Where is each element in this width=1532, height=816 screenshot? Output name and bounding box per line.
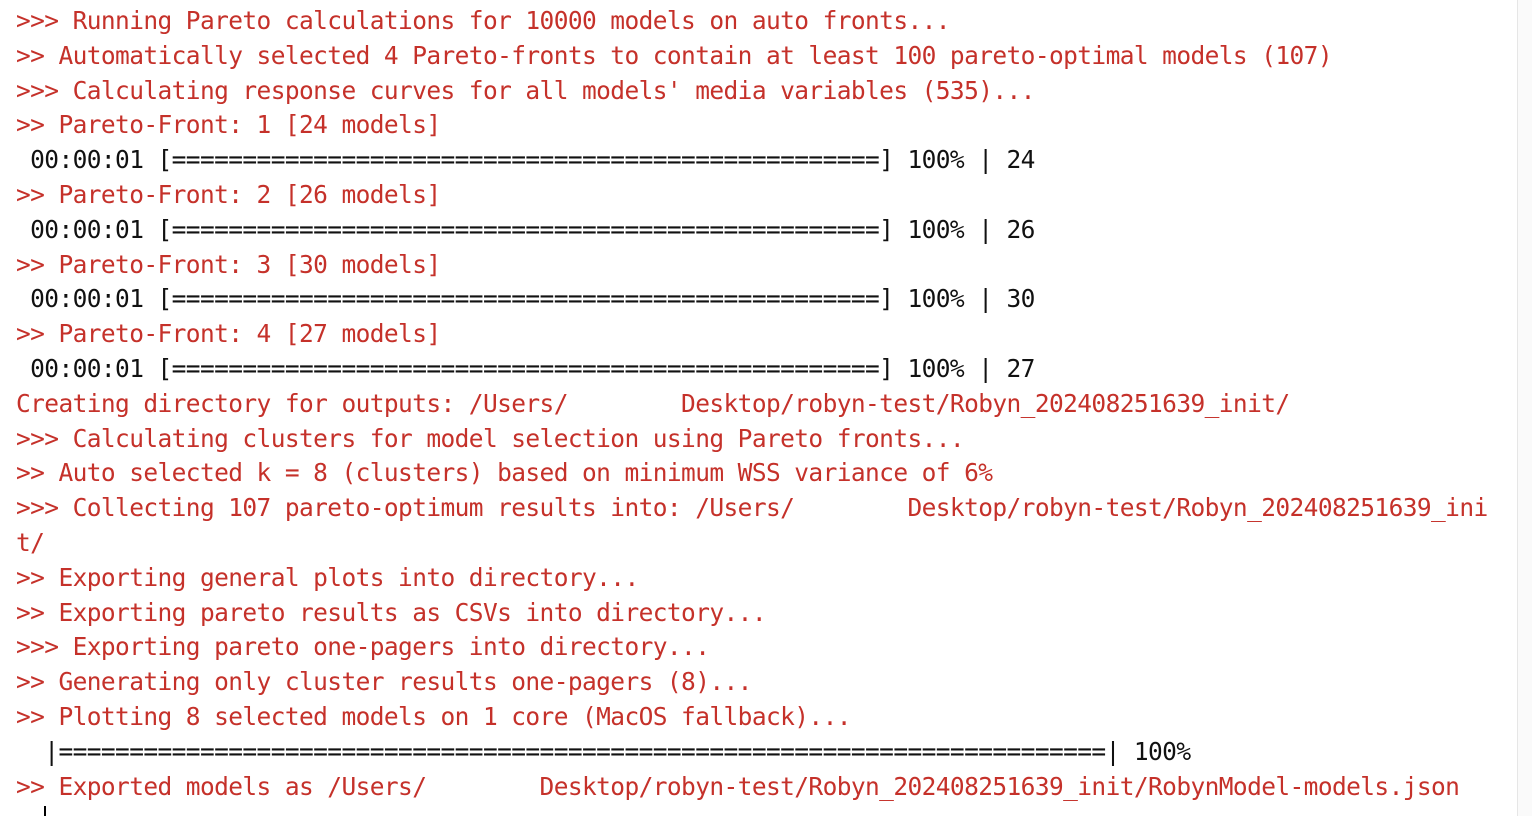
console-line: >> Generating only cluster results one-p… bbox=[16, 667, 752, 697]
console-line: >> Pareto-Front: 1 [24 models] bbox=[16, 110, 441, 140]
console-line: t/ bbox=[16, 527, 45, 557]
console-line: Creating directory for outputs: /Users/ … bbox=[16, 388, 1290, 418]
progress-bar-line: |=======================================… bbox=[16, 736, 1191, 766]
console-line: >> Auto selected k = 8 (clusters) based … bbox=[16, 458, 993, 488]
console-line: >> Automatically selected 4 Pareto-front… bbox=[16, 40, 1333, 70]
console-line: >> Exporting pareto results as CSVs into… bbox=[16, 597, 767, 627]
console-line: >>> Running Pareto calculations for 1000… bbox=[16, 6, 951, 35]
console-line: >>> Collecting 107 pareto-optimum result… bbox=[16, 493, 1488, 523]
console-line: >> Pareto-Front: 2 [26 models] bbox=[16, 179, 441, 209]
console-line: >> Exporting general plots into director… bbox=[16, 562, 639, 592]
console-line: >> Exported models as /Users/ Desktop/ro… bbox=[16, 771, 1460, 801]
console-line: >> Pareto-Front: 4 [27 models] bbox=[16, 319, 441, 349]
console-line: >> Plotting 8 selected models on 1 core … bbox=[16, 701, 851, 731]
progress-bar-line: 00:00:01 [==============================… bbox=[16, 214, 1035, 244]
text-cursor bbox=[44, 806, 46, 816]
console-scrollbar[interactable] bbox=[1517, 0, 1532, 816]
console-line: >> Pareto-Front: 3 [30 models] bbox=[16, 249, 441, 279]
console-line: >>> Exporting pareto one-pagers into dir… bbox=[16, 632, 710, 662]
progress-bar-line: 00:00:01 [==============================… bbox=[16, 145, 1035, 175]
progress-bar-line: 00:00:01 [==============================… bbox=[16, 284, 1035, 314]
progress-bar-line: 00:00:01 [==============================… bbox=[16, 353, 1035, 383]
console-line: >>> Calculating clusters for model selec… bbox=[16, 423, 965, 453]
console-line: >>> Calculating response curves for all … bbox=[16, 75, 1035, 105]
